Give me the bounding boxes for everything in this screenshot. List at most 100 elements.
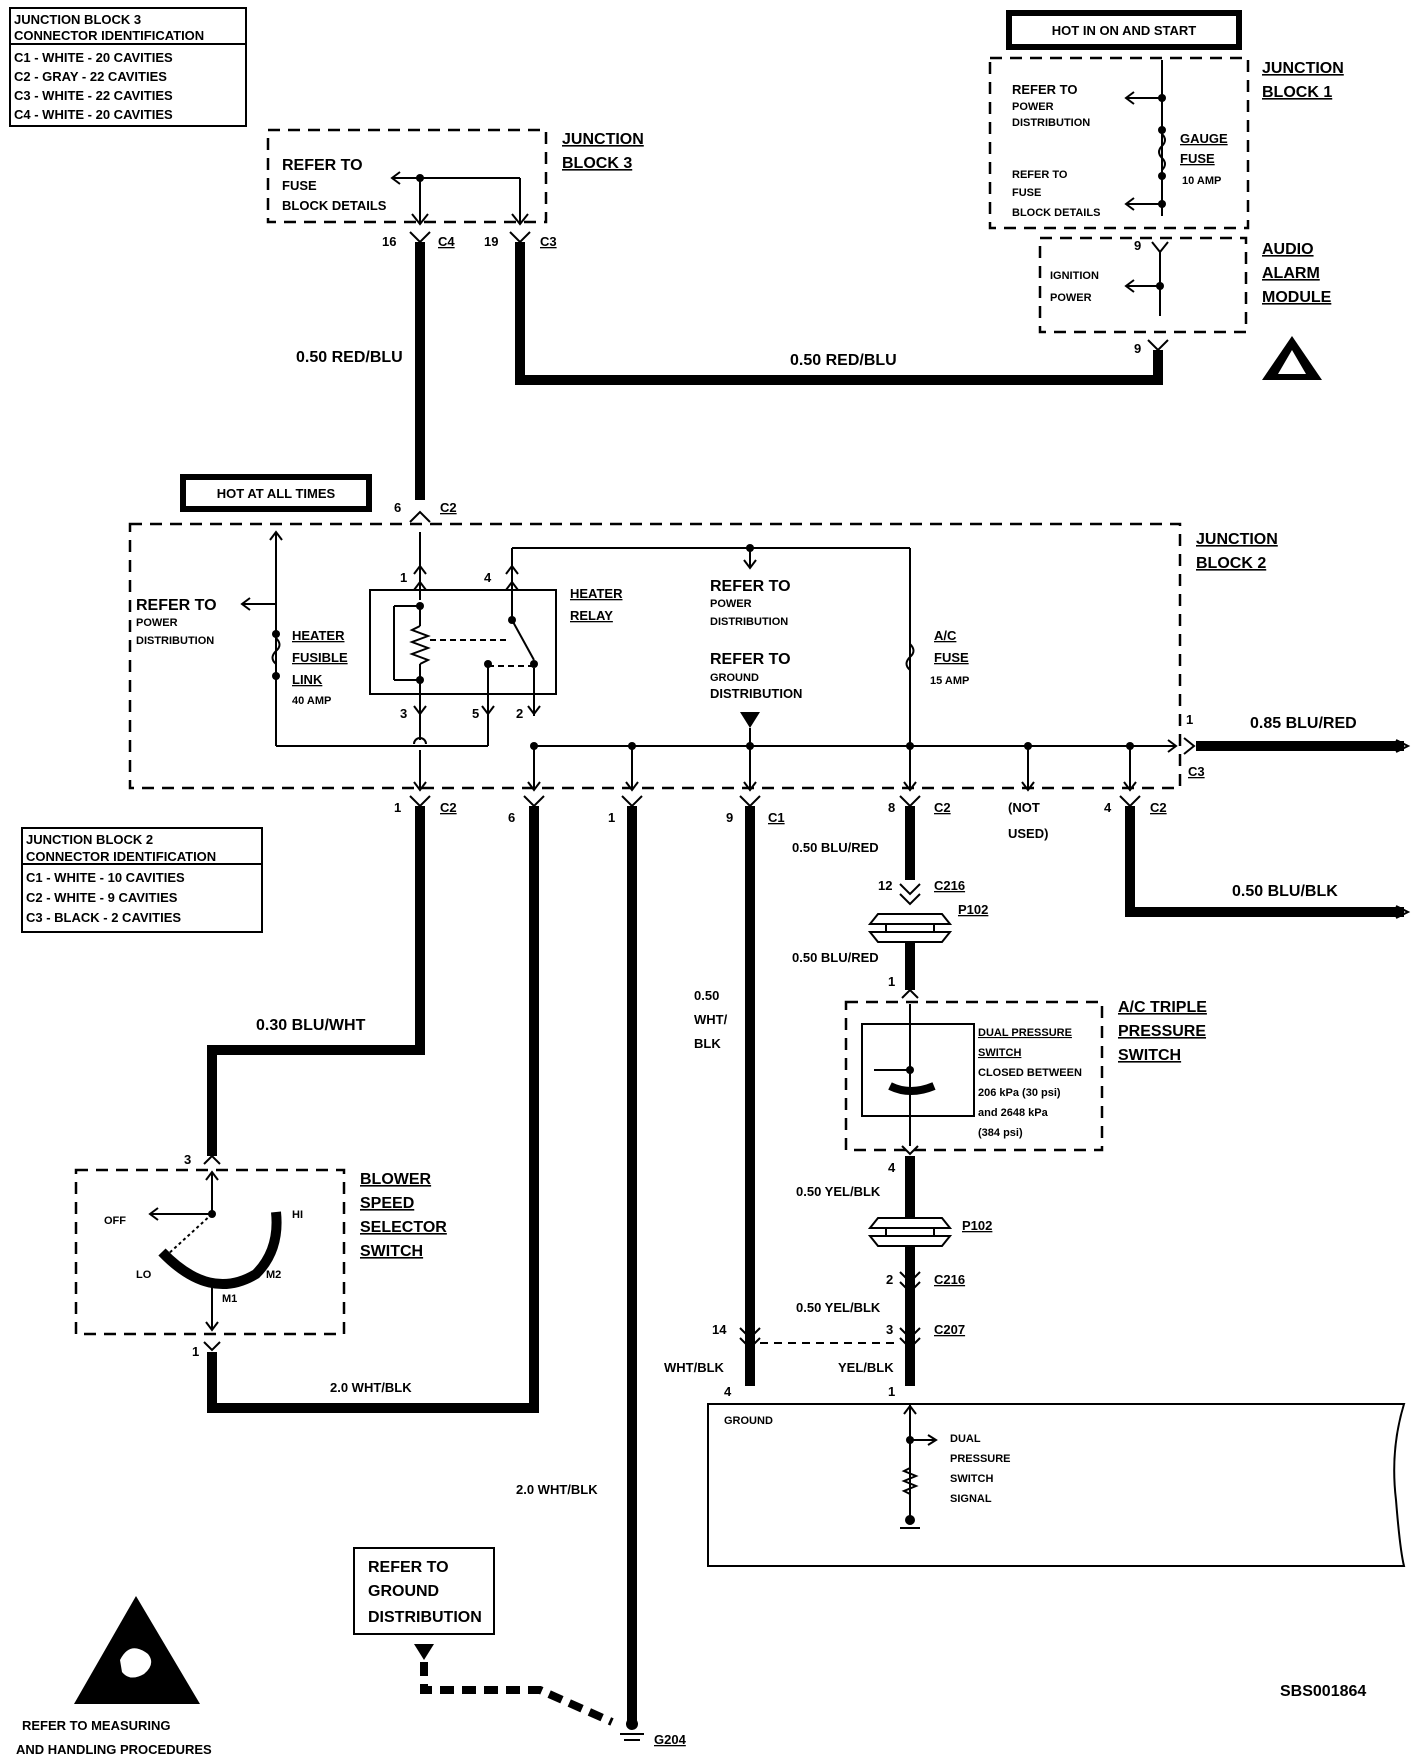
svg-text:9: 9: [1134, 238, 1141, 253]
svg-text:REFER TO: REFER TO: [1012, 82, 1078, 97]
jb3-id-row: C2 - GRAY - 22 CAVITIES: [14, 69, 167, 84]
svg-text:16: 16: [382, 234, 396, 249]
svg-text:BLOCK 1: BLOCK 1: [1262, 84, 1332, 101]
svg-text:A/C: A/C: [934, 628, 957, 643]
svg-text:0.50 YEL/BLK: 0.50 YEL/BLK: [796, 1184, 881, 1199]
svg-text:SPEED: SPEED: [360, 1195, 414, 1212]
svg-text:WHT/: WHT/: [694, 1012, 728, 1027]
svg-text:REFER TO: REFER TO: [1012, 169, 1068, 181]
svg-text:1: 1: [888, 974, 895, 989]
svg-text:SWITCH: SWITCH: [1118, 1047, 1181, 1064]
svg-text:9: 9: [726, 810, 733, 825]
svg-text:14: 14: [712, 1322, 727, 1337]
jb3-connector-id-box: JUNCTION BLOCK 3 CONNECTOR IDENTIFICATIO…: [9, 7, 247, 127]
svg-text:C2 - WHITE - 9 CAVITIES: C2 - WHITE - 9 CAVITIES: [26, 890, 178, 905]
esd-caution: REFER TO MEASURING AND HANDLING PROCEDUR…: [16, 1596, 212, 1757]
svg-text:8: 8: [888, 800, 895, 815]
svg-text:3: 3: [400, 706, 407, 721]
svg-text:OFF: OFF: [104, 1215, 126, 1227]
svg-text:YEL/BLK: YEL/BLK: [838, 1360, 894, 1375]
svg-text:AUDIO: AUDIO: [1262, 241, 1314, 258]
svg-text:SELECTOR: SELECTOR: [360, 1219, 447, 1236]
svg-text:GROUND: GROUND: [368, 1583, 439, 1600]
svg-text:JUNCTION: JUNCTION: [1196, 531, 1278, 548]
svg-text:JUNCTION: JUNCTION: [562, 131, 644, 148]
svg-text:0.50 BLU/RED: 0.50 BLU/RED: [792, 950, 879, 965]
document-id: SBS001864: [1280, 1683, 1366, 1700]
svg-text:P102: P102: [958, 902, 988, 917]
jb3-id-row: C1 - WHITE - 20 CAVITIES: [14, 50, 173, 65]
svg-text:DUAL: DUAL: [950, 1433, 981, 1445]
svg-text:M2: M2: [266, 1269, 281, 1281]
svg-text:BLOWER: BLOWER: [360, 1171, 432, 1188]
svg-text:C2: C2: [440, 500, 457, 515]
svg-text:C1: C1: [768, 810, 785, 825]
ac-switch-chain: 0.50 BLU/RED 12 C216 P102 0.50 BLU/RED 1…: [712, 806, 1207, 1399]
svg-text:GROUND: GROUND: [724, 1415, 773, 1427]
svg-text:C2: C2: [934, 800, 951, 815]
p102-connector: [867, 1217, 953, 1247]
svg-text:HI: HI: [292, 1209, 303, 1221]
svg-text:G204: G204: [654, 1732, 687, 1747]
svg-text:DISTRIBUTION: DISTRIBUTION: [710, 616, 788, 628]
svg-text:MODULE: MODULE: [1262, 289, 1332, 306]
svg-text:1: 1: [888, 1384, 895, 1399]
svg-text:REFER TO: REFER TO: [710, 651, 791, 668]
svg-text:POWER: POWER: [1050, 292, 1092, 304]
svg-text:BLK: BLK: [694, 1036, 721, 1051]
svg-text:206 kPa (30 psi): 206 kPa (30 psi): [978, 1087, 1061, 1099]
svg-text:RELAY: RELAY: [570, 608, 613, 623]
ecm-module: GROUND DUAL PRESSURE SWITCH SIGNAL: [707, 1403, 1406, 1567]
svg-text:5: 5: [472, 706, 479, 721]
svg-text:BLOCK DETAILS: BLOCK DETAILS: [1012, 207, 1100, 219]
svg-text:C3 - BLACK - 2 CAVITIES: C3 - BLACK - 2 CAVITIES: [26, 910, 181, 925]
svg-text:BLOCK 3: BLOCK 3: [562, 155, 632, 172]
svg-text:REFER TO: REFER TO: [282, 157, 363, 174]
svg-text:SWITCH: SWITCH: [950, 1473, 993, 1485]
svg-text:FUSE: FUSE: [1180, 151, 1215, 166]
svg-text:GROUND: GROUND: [710, 672, 759, 684]
svg-text:DISTRIBUTION: DISTRIBUTION: [1012, 117, 1090, 129]
svg-text:C3: C3: [540, 234, 557, 249]
svg-text:FUSE: FUSE: [1012, 187, 1041, 199]
svg-text:C3: C3: [1188, 764, 1205, 779]
svg-text:DISTRIBUTION: DISTRIBUTION: [368, 1609, 482, 1626]
svg-text:REFER TO: REFER TO: [710, 578, 791, 595]
svg-text:AND HANDLING PROCEDURES: AND HANDLING PROCEDURES: [16, 1742, 212, 1757]
svg-text:2.0 WHT/BLK: 2.0 WHT/BLK: [516, 1482, 598, 1497]
svg-text:1: 1: [394, 800, 401, 815]
svg-text:4: 4: [888, 1160, 896, 1175]
svg-text:19: 19: [484, 234, 498, 249]
svg-text:3: 3: [184, 1152, 191, 1167]
blower-speed-selector-switch: 0.30 BLU/WHT 3 BLOWER SPEED SELECTOR SWI…: [74, 806, 539, 1413]
svg-text:C216: C216: [934, 1272, 965, 1287]
svg-text:1: 1: [192, 1344, 199, 1359]
svg-text:6: 6: [394, 500, 401, 515]
svg-text:6: 6: [508, 810, 515, 825]
junction-block-2: JUNCTION BLOCK 2 6 C2 REFER TO POWER DIS…: [128, 500, 1278, 841]
svg-text:4: 4: [1104, 800, 1112, 815]
svg-text:CONNECTOR IDENTIFICATION: CONNECTOR IDENTIFICATION: [26, 849, 216, 864]
svg-text:3: 3: [886, 1322, 893, 1337]
svg-text:HEATER: HEATER: [570, 586, 623, 601]
jb3-id-row: C4 - WHITE - 20 CAVITIES: [14, 107, 173, 122]
svg-text:A/C TRIPLE: A/C TRIPLE: [1118, 999, 1207, 1016]
svg-text:C2: C2: [440, 800, 457, 815]
svg-text:FUSIBLE: FUSIBLE: [292, 650, 348, 665]
svg-text:C216: C216: [934, 878, 965, 893]
svg-text:15 AMP: 15 AMP: [930, 675, 969, 687]
svg-text:PRESSURE: PRESSURE: [1118, 1023, 1206, 1040]
svg-text:PRESSURE: PRESSURE: [950, 1453, 1011, 1465]
svg-text:JUNCTION: JUNCTION: [1262, 60, 1344, 77]
svg-text:ALARM: ALARM: [1262, 265, 1320, 282]
svg-text:1: 1: [400, 570, 407, 585]
svg-text:USED): USED): [1008, 826, 1048, 841]
svg-text:DUAL PRESSURE: DUAL PRESSURE: [978, 1027, 1072, 1039]
svg-text:SWITCH: SWITCH: [978, 1047, 1021, 1059]
svg-text:10 AMP: 10 AMP: [1182, 175, 1221, 187]
jb3-id-title: JUNCTION BLOCK 3: [14, 12, 141, 27]
svg-text:HOT IN ON AND START: HOT IN ON AND START: [1052, 23, 1196, 38]
svg-text:0.50 BLU/RED: 0.50 BLU/RED: [792, 840, 879, 855]
svg-text:HEATER: HEATER: [292, 628, 345, 643]
